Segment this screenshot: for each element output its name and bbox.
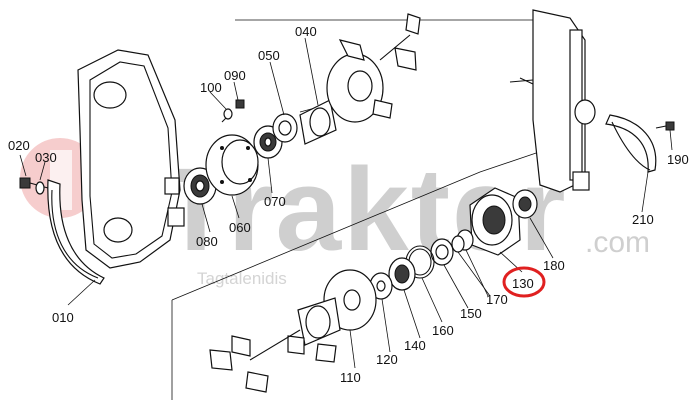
- part-210-guard: [605, 114, 657, 173]
- part-010-cover: [47, 179, 105, 285]
- callout-210: 210: [632, 212, 654, 227]
- callout-010: 010: [52, 310, 74, 325]
- watermark-domain: .com: [585, 226, 650, 259]
- callout-080: 080: [196, 234, 218, 249]
- part-050-ring: [272, 113, 298, 143]
- part-040-shaft: [299, 13, 421, 145]
- callout-160: 160: [432, 323, 454, 338]
- callout-100: 100: [200, 80, 222, 95]
- part-150-ring: [430, 238, 454, 266]
- part-140-bearing: [388, 257, 416, 291]
- callout-060: 060: [229, 220, 251, 235]
- watermark-subtitle: Tagtalenidis: [197, 269, 287, 288]
- callout-040: 040: [295, 24, 317, 39]
- part-190-bolt: [655, 121, 675, 131]
- callout-030: 030: [35, 150, 57, 165]
- callout-190: 190: [667, 152, 689, 167]
- part-060-flange: [205, 134, 259, 196]
- watermark-logo: [20, 138, 100, 218]
- callout-150: 150: [460, 306, 482, 321]
- part-110-shaft: [209, 269, 377, 393]
- part-030-washer: [35, 181, 45, 195]
- callout-130: 130: [512, 276, 534, 291]
- callout-070: 070: [264, 194, 286, 209]
- part-130-bearing-housing: [469, 187, 521, 256]
- callout-020: 020: [8, 138, 30, 153]
- callout-140: 140: [404, 338, 426, 353]
- part-170-seals: [451, 229, 474, 253]
- callout-050: 050: [258, 48, 280, 63]
- highlight-ring-130: [502, 266, 546, 298]
- callout-170: 170: [486, 292, 508, 307]
- part-180-bearing: [512, 189, 538, 219]
- chain-case-housing: [77, 49, 185, 269]
- part-100-washer: [223, 108, 233, 120]
- callout-120: 120: [376, 352, 398, 367]
- callout-090: 090: [224, 68, 246, 83]
- callout-180: 180: [543, 258, 565, 273]
- leader-lines: [19, 37, 673, 369]
- side-plate: [509, 9, 596, 193]
- callout-110: 110: [340, 370, 361, 385]
